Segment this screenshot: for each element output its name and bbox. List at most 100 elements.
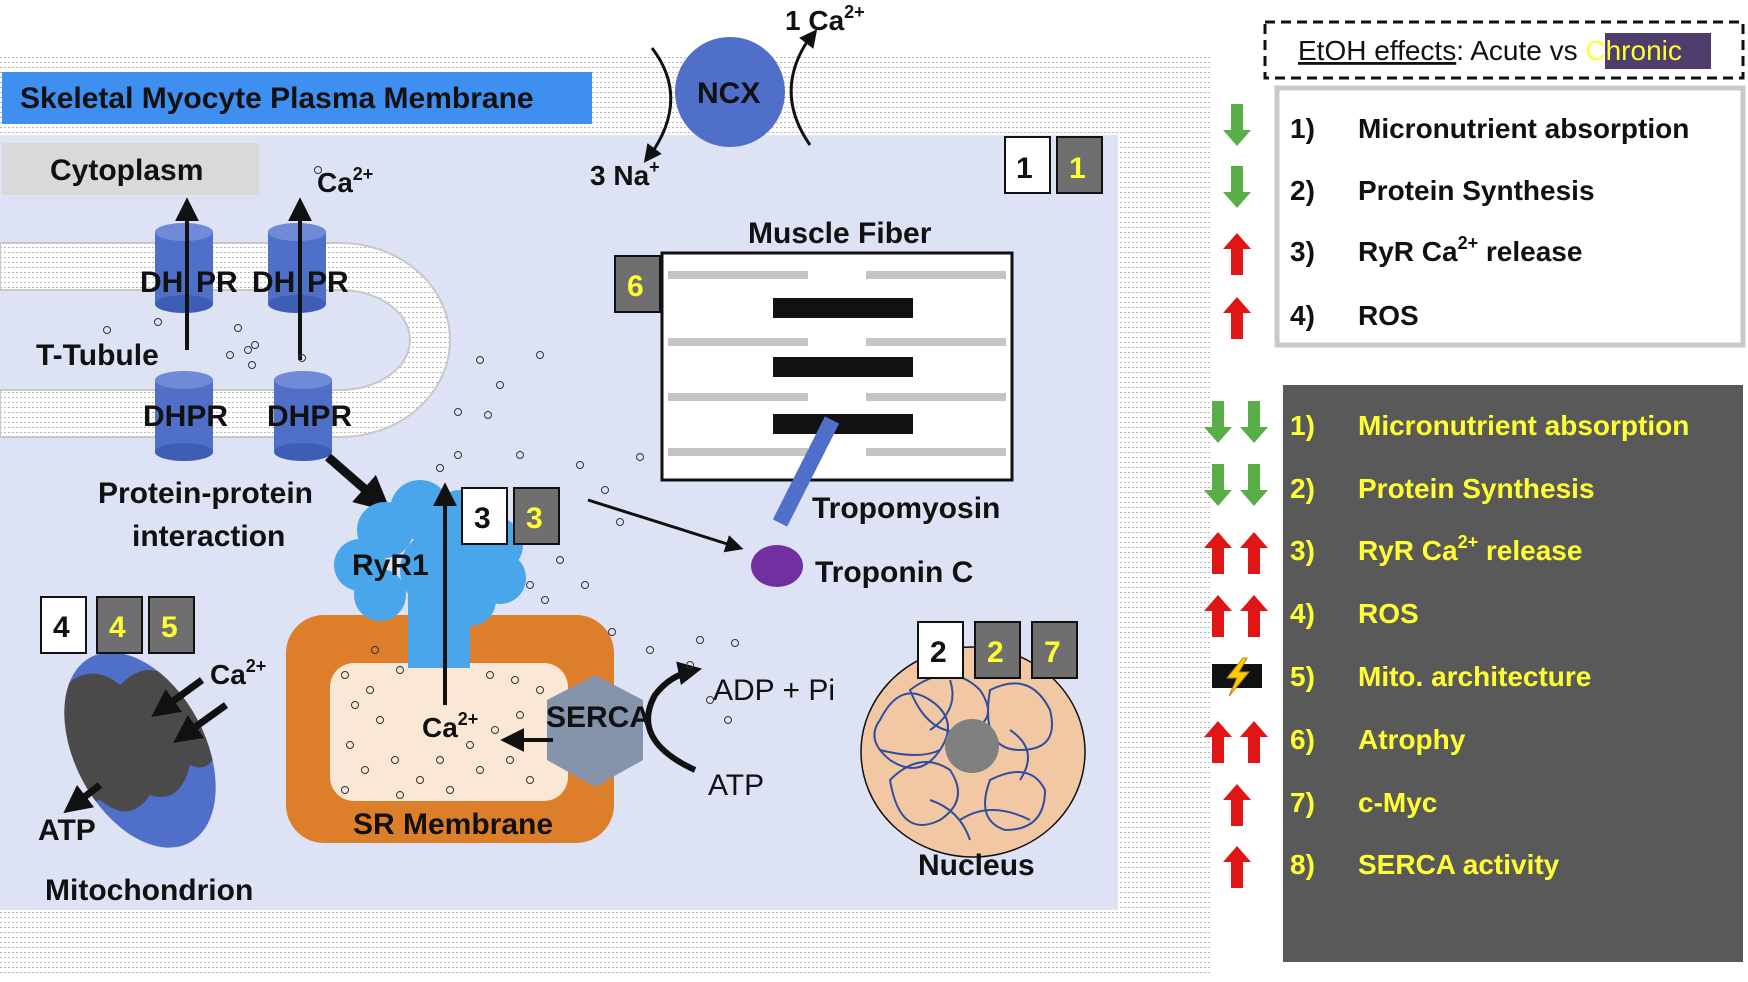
svg-text:4: 4 <box>109 611 126 644</box>
dhpr-label-ul-left: DH <box>140 266 183 299</box>
acute-effect-3-text: RyR Ca2+ release <box>1358 233 1582 267</box>
chronic-arrow-7-up-icon <box>1223 784 1251 826</box>
svg-text:5: 5 <box>161 611 178 644</box>
serca-label: SERCA <box>546 701 651 734</box>
chronic-panel <box>1283 385 1743 962</box>
svg-text:3: 3 <box>526 502 543 535</box>
ncx-na-arrow <box>643 47 673 163</box>
badge-3-chronic: 3 <box>513 487 560 545</box>
svg-text:1: 1 <box>1016 152 1033 185</box>
calcium-ions <box>103 166 739 799</box>
acute-arrow-3-up-icon <box>1223 233 1251 275</box>
membrane-title: Skeletal Myocyte Plasma Membrane <box>20 82 534 115</box>
sr-ca-label: Ca2+ <box>422 709 478 743</box>
svg-text:2: 2 <box>930 636 947 669</box>
dhpr-lower-left <box>155 371 213 461</box>
chronic-highlight <box>1605 33 1711 69</box>
nucleus-label: Nucleus <box>918 849 1035 882</box>
chronic-effect-8-number: 8) <box>1290 849 1315 880</box>
acute-effect-3-number: 3) <box>1290 236 1315 267</box>
cytoplasm-label: Cytoplasm <box>50 154 203 187</box>
dhpr-label-ul-right: PR <box>196 266 238 299</box>
acute-effect-1-text: Micronutrient absorption <box>1358 113 1689 144</box>
chronic-arrow-1b-down-icon <box>1240 401 1268 443</box>
chronic-effect-4-text: ROS <box>1358 598 1419 629</box>
chronic-effect-1-text: Micronutrient absorption <box>1358 410 1689 441</box>
acute-panel <box>1274 85 1746 348</box>
ca-top-label: Ca2+ <box>317 164 373 198</box>
chronic-arrow-1a-down-icon <box>1204 401 1232 443</box>
badge-5-chronic: 5 <box>148 596 195 654</box>
chronic-effect-8-text: SERCA activity <box>1358 849 1560 880</box>
sr-lumen <box>330 663 568 801</box>
serca-pump <box>547 675 643 787</box>
badge-3-acute: 3 <box>461 487 508 545</box>
t-tubule <box>0 242 451 438</box>
chronic-arrow-4a-up-icon <box>1204 595 1232 637</box>
dhpr-label-ll: DHPR <box>143 400 228 433</box>
acute-arrow-4-up-icon <box>1223 297 1251 339</box>
chronic-effect-3-number: 3) <box>1290 535 1315 566</box>
acute-effect-2-number: 2) <box>1290 175 1315 206</box>
badge-4-chronic: 4 <box>96 596 143 654</box>
dhpr-label-lr: DHPR <box>267 400 352 433</box>
acute-effect-1-number: 1) <box>1290 113 1315 144</box>
badge-1-acute: 1 <box>1004 136 1051 194</box>
ryr1-label: RyR1 <box>352 549 429 582</box>
dhpr-upper-left <box>155 223 213 313</box>
sr-membrane-label: SR Membrane <box>353 808 553 841</box>
chronic-arrow-6b-up-icon <box>1240 721 1268 763</box>
ncx-exchanger <box>675 37 785 147</box>
chronic-effect-6-text: Atrophy <box>1358 724 1466 755</box>
acute-effect-4-number: 4) <box>1290 300 1315 331</box>
chronic-effect-6-number: 6) <box>1290 724 1315 755</box>
ncx-label: NCX <box>697 77 760 110</box>
svg-text:2: 2 <box>987 636 1004 669</box>
chronic-arrow-3a-up-icon <box>1204 532 1232 574</box>
mito-ca-in-arrow-1 <box>151 677 205 717</box>
chronic-effect-4-number: 4) <box>1290 598 1315 629</box>
badge-2-acute: 2 <box>917 621 964 679</box>
troponin-c <box>751 545 803 587</box>
acute-effect-4-text: ROS <box>1358 300 1419 331</box>
badge-1-chronic: 1 <box>1056 136 1103 194</box>
thick-filaments <box>773 298 913 434</box>
chronic-arrow-6a-up-icon <box>1204 721 1232 763</box>
thin-filaments <box>668 271 1006 456</box>
chronic-arrow-5-lightning-icon <box>1212 657 1262 697</box>
protein-interaction-label-1: Protein-protein <box>98 477 313 510</box>
chronic-arrow-4b-up-icon <box>1240 595 1268 637</box>
acute-arrow-2-down-icon <box>1223 166 1251 208</box>
mitochondrion-label: Mitochondrion <box>45 874 253 907</box>
tropomyosin <box>772 416 840 527</box>
chronic-arrow-2b-down-icon <box>1240 464 1268 506</box>
chronic-arrow-3b-up-icon <box>1240 532 1268 574</box>
badge-6-chronic: 6 <box>614 255 661 313</box>
svg-text:3: 3 <box>474 502 491 535</box>
troponin-label: Troponin C <box>815 556 973 589</box>
legend-header: EtOH effects: Acute vs Chronic <box>1298 35 1682 66</box>
chronic-effect-3-text: RyR Ca2+ release <box>1358 532 1582 566</box>
acute-arrow-1-down-icon <box>1223 104 1251 146</box>
mito-atp-label: ATP <box>38 814 96 847</box>
chronic-arrow-8-up-icon <box>1223 846 1251 888</box>
tropomyosin-label: Tropomyosin <box>812 492 1000 525</box>
muscle-fiber-label: Muscle Fiber <box>748 217 932 250</box>
chronic-effect-5-text: Mito. architecture <box>1358 661 1591 692</box>
ncx-ca-label: 1 Ca2+ <box>785 2 865 36</box>
ncx-ca-arrow <box>789 29 818 146</box>
chronic-effect-2-text: Protein Synthesis <box>1358 473 1595 504</box>
badge-7-chronic: 7 <box>1031 621 1078 679</box>
ryr1-channel <box>334 480 526 668</box>
membrane-title-bar <box>2 72 592 124</box>
chronic-arrow-2a-down-icon <box>1204 464 1232 506</box>
dhpr-label-ur-right: PR <box>307 266 349 299</box>
mito-ca-in-arrow-2 <box>173 702 229 743</box>
acute-effect-2-text: Protein Synthesis <box>1358 175 1595 206</box>
svg-text:1: 1 <box>1069 152 1086 185</box>
ca-to-troponin-arrow <box>587 498 744 553</box>
mito-ca-label: Ca2+ <box>210 656 266 690</box>
svg-text:4: 4 <box>53 611 70 644</box>
